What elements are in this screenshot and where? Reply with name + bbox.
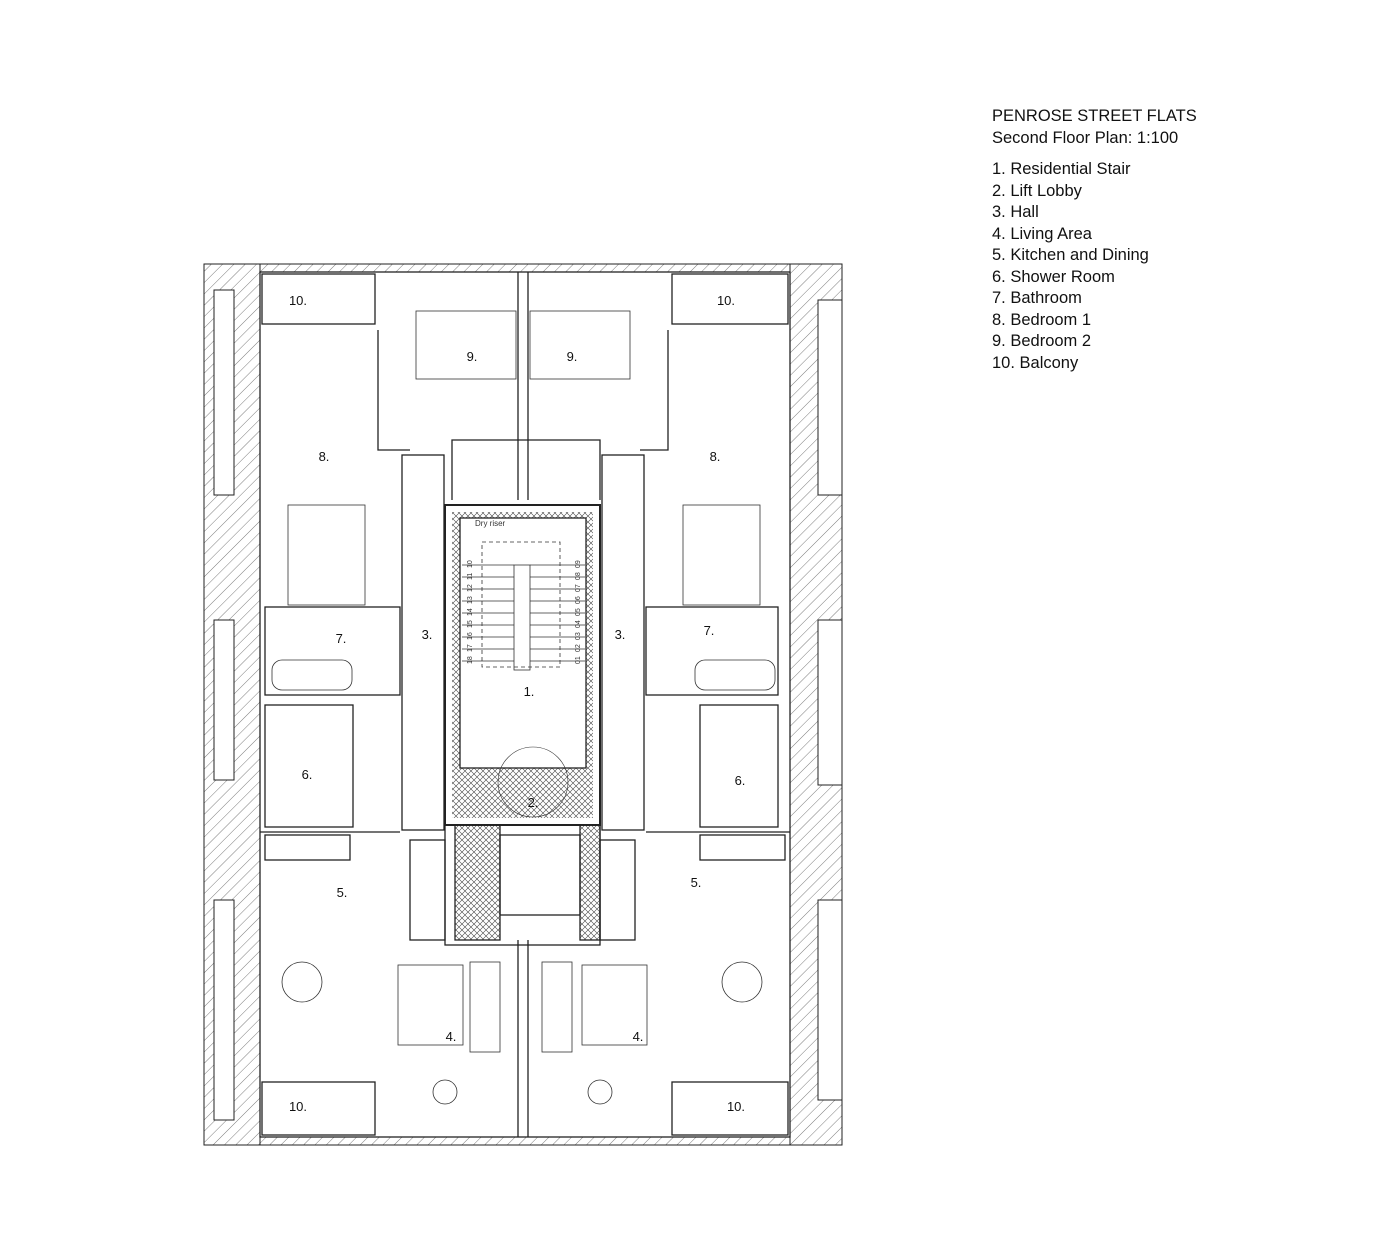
label-bathroom: 7.: [704, 623, 715, 638]
bed: [682, 504, 761, 606]
step-number: 09: [575, 560, 582, 568]
label-balcony: 10.: [717, 293, 735, 308]
coffee-table: [397, 964, 464, 1046]
label-living-area: 4.: [633, 1029, 644, 1044]
step-number: 18: [467, 656, 474, 664]
label-bedroom-1: 8.: [319, 449, 330, 464]
step-number: 12: [467, 584, 474, 592]
room-key-list: 1. Residential Stair 2. Lift Lobby 3. Ha…: [992, 159, 1197, 374]
step-number: 03: [575, 632, 582, 640]
step-number: 01: [575, 656, 582, 664]
label-balcony: 10.: [289, 293, 307, 308]
label-shower-room: 6.: [302, 767, 313, 782]
plan-title: PENROSE STREET FLATS: [992, 107, 1197, 125]
internal-walls: [259, 271, 791, 1138]
plan-legend: PENROSE STREET FLATS Second Floor Plan: …: [992, 106, 1197, 374]
step-number: 10: [467, 560, 474, 568]
label-bathroom: 7.: [336, 631, 347, 646]
step-number: 11: [467, 573, 474, 580]
stair-treads: [462, 564, 585, 662]
dining-table: [281, 961, 323, 1003]
step-number: 05: [575, 608, 582, 616]
key-item: 5. Kitchen and Dining: [992, 246, 1149, 264]
label-hall: 3.: [422, 627, 433, 642]
step-number: 08: [575, 572, 582, 580]
step-number: 16: [467, 632, 474, 640]
label-kitchen-dining: 5.: [691, 875, 702, 890]
label-balcony: 10.: [289, 1099, 307, 1114]
key-item: 2. Lift Lobby: [992, 181, 1082, 200]
dining-table: [721, 961, 763, 1003]
key-item: 10. Balcony: [992, 353, 1079, 372]
label-kitchen-dining: 5.: [337, 885, 348, 900]
step-number: 15: [467, 620, 474, 628]
label-shower-room: 6.: [735, 773, 746, 788]
label-balcony: 10.: [727, 1099, 745, 1114]
chair: [587, 1079, 613, 1105]
key-item: 8. Bedroom 1: [992, 310, 1092, 329]
bed: [529, 310, 631, 380]
step-number: 06: [575, 596, 582, 604]
label-hall: 3.: [615, 627, 626, 642]
stair-step-numbers: 18 17 16 15 14 13 12 11 10 01 02 03 04 0…: [467, 560, 582, 664]
label-living-area: 4.: [446, 1029, 457, 1044]
radiator-grid: [469, 961, 501, 1053]
step-number: 17: [467, 644, 474, 652]
coffee-table: [581, 964, 648, 1046]
radiator-grid: [541, 961, 573, 1053]
step-number: 14: [467, 608, 474, 616]
key-item: 9. Bedroom 2: [992, 332, 1092, 350]
bath: [271, 659, 353, 691]
step-number: 02: [575, 644, 582, 652]
bed: [287, 504, 366, 606]
key-item: 4. Living Area: [992, 224, 1092, 243]
label-bedroom-2: 9.: [467, 349, 478, 364]
key-item: 6. Shower Room: [992, 267, 1115, 286]
dry-riser-label: Dry riser: [475, 519, 506, 528]
label-residential-stair: 1.: [524, 684, 535, 699]
key-item: 1. Residential Stair: [992, 160, 1131, 178]
step-number: 13: [467, 596, 474, 604]
bath: [694, 659, 776, 691]
step-number: 07: [575, 584, 582, 592]
wheelchair-turning-circle: [497, 746, 569, 818]
plan-subtitle: Second Floor Plan: 1:100: [992, 128, 1179, 147]
label-bedroom-1: 8.: [710, 449, 721, 464]
step-number: 04: [575, 620, 582, 628]
label-lift-lobby: 2.: [528, 795, 539, 810]
key-item: 7. Bathroom: [992, 289, 1082, 307]
key-item: 3. Hall: [992, 203, 1039, 221]
furniture: [271, 310, 776, 1105]
label-bedroom-2: 9.: [567, 349, 578, 364]
external-walls: [203, 263, 843, 1146]
bed: [415, 310, 517, 380]
stair: [462, 541, 585, 818]
chair: [432, 1079, 458, 1105]
room-labels: 10. 10. 10. 10. 9. 9. 8. 8. 3. 3. 7. 7. …: [289, 293, 745, 1114]
